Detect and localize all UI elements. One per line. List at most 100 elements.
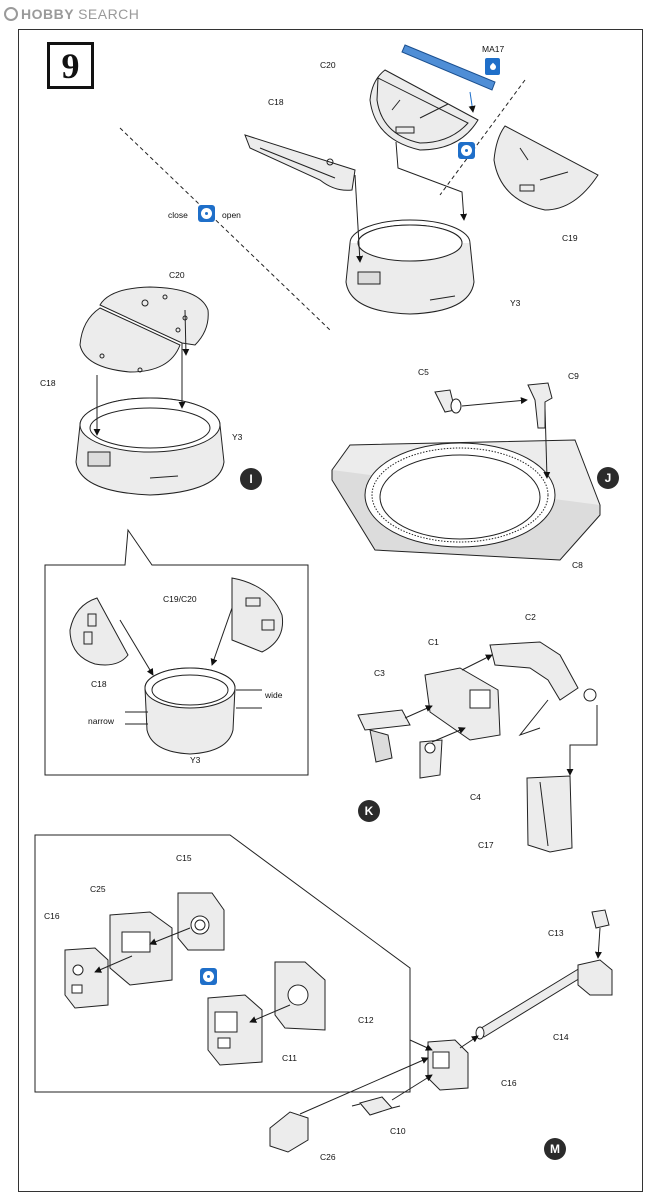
part-c1920-inset [231, 577, 284, 653]
part-label-c16-inset: C16 [44, 911, 60, 921]
option-toggle-icon-close-open [198, 205, 215, 222]
arrow-c4-to-c1 [431, 727, 466, 743]
part-c17 [526, 775, 573, 853]
part-y3-inset [144, 667, 236, 755]
part-c18-top [244, 134, 356, 191]
sub-assembly-badge-m: M [544, 1138, 566, 1160]
part-c25 [109, 911, 173, 986]
part-label-c3: C3 [374, 668, 385, 678]
step-number-box: 9 [47, 42, 94, 89]
label-wide: wide [265, 690, 283, 700]
part-label-c26: C26 [320, 1152, 336, 1162]
part-c26 [269, 1111, 309, 1153]
arrow-c2-to-c17 [566, 705, 598, 776]
arrow-inset-to-c16 [409, 1039, 433, 1051]
part-c11 [207, 994, 263, 1066]
part-c18-i [79, 307, 181, 373]
part-c1 [424, 667, 501, 741]
part-label-c18-i: C18 [40, 378, 56, 388]
part-c19-top [493, 125, 599, 211]
part-label-c1920: C19/C20 [163, 594, 197, 604]
part-c14 [475, 959, 613, 1040]
part-label-c8: C8 [572, 560, 583, 570]
watermark-logo-icon [4, 7, 18, 21]
part-label-c25: C25 [90, 884, 106, 894]
part-label-c18-top: C18 [268, 97, 284, 107]
part-y3-i [75, 397, 225, 496]
arrow-c18-to-y3-top [354, 174, 364, 263]
arrow-c13-to-c14 [594, 927, 602, 959]
arrow-c1-to-c2 [461, 654, 493, 671]
option-toggle-icon-sight [200, 968, 217, 985]
part-c5 [434, 389, 462, 414]
part-label-c4: C4 [470, 792, 481, 802]
part-label-c20-i: C20 [169, 270, 185, 280]
watermark: HOBBY SEARCH [4, 4, 139, 24]
part-c3 [357, 709, 411, 763]
arrow-c25-to-c16 [94, 955, 133, 973]
label-close: close [168, 210, 188, 220]
sub-assembly-badge-k: K [358, 800, 380, 822]
part-c20-i [99, 286, 209, 346]
part-c20-top [369, 69, 479, 151]
sub-assembly-badge-i: I [240, 468, 262, 490]
arrow-c1920-to-y3-inset [210, 607, 233, 666]
part-label-y3-top: Y3 [510, 298, 521, 308]
arrow-c10-to-c16 [391, 1074, 433, 1101]
page-frame [18, 29, 643, 1192]
part-c2 [489, 641, 597, 737]
part-label-c14: C14 [553, 1032, 569, 1042]
arrow-c5-to-c9 [461, 397, 528, 407]
part-c15 [177, 892, 225, 951]
sub-assembly-badge-j: J [597, 467, 619, 489]
part-label-c15: C15 [176, 853, 192, 863]
part-y3-top [345, 219, 475, 315]
arrow-c15-to-c25 [149, 927, 191, 945]
watermark-service: SEARCH [78, 6, 140, 22]
arrow-c12-to-c11 [249, 1004, 291, 1023]
part-label-y3-i: Y3 [232, 432, 243, 442]
paint-code-label: MA17 [482, 44, 505, 54]
part-c16 [427, 1039, 469, 1091]
paint-drop-icon [485, 58, 500, 75]
arrow-c20-rest [182, 309, 190, 356]
part-label-c17: C17 [478, 840, 494, 850]
part-label-c5: C5 [418, 367, 429, 377]
part-label-c9: C9 [568, 371, 579, 381]
part-c13 [591, 909, 610, 929]
arrow-c26-to-c16 [299, 1057, 429, 1115]
arrow-c16-to-c14 [459, 1035, 479, 1049]
part-label-c20-top: C20 [320, 60, 336, 70]
part-label-c18-inset: C18 [91, 679, 107, 689]
arrow-c9-to-c8 [543, 407, 551, 479]
part-label-y3-inset: Y3 [190, 755, 201, 765]
watermark-brand: HOBBY [21, 6, 75, 22]
part-label-c10: C10 [390, 1126, 406, 1136]
part-c4 [419, 739, 443, 779]
label-open: open [222, 210, 241, 220]
step-number: 9 [61, 45, 80, 86]
part-label-c13: C13 [548, 928, 564, 938]
part-label-c11: C11 [282, 1053, 297, 1063]
part-label-c16: C16 [501, 1078, 517, 1088]
part-c12 [274, 961, 326, 1031]
part-label-c19-top: C19 [562, 233, 578, 243]
separator-line-right [439, 79, 526, 196]
part-c16-inset [64, 947, 109, 1009]
arrow-c18-to-y3-inset [119, 619, 154, 676]
arrow-c3-to-c1 [404, 705, 433, 719]
arrow-c20-to-y3-top [395, 141, 468, 221]
part-label-c1: C1 [428, 637, 439, 647]
label-narrow: narrow [88, 716, 114, 726]
arrow-ma17 [468, 91, 476, 113]
part-c8 [331, 439, 601, 561]
part-label-c12: C12 [358, 1015, 374, 1025]
part-label-c2: C2 [525, 612, 536, 622]
part-c9 [527, 382, 553, 429]
paint-strip-ma17 [401, 44, 496, 91]
option-toggle-icon-top [458, 142, 475, 159]
part-c18-inset [69, 597, 129, 666]
part-c10 [351, 1096, 401, 1116]
